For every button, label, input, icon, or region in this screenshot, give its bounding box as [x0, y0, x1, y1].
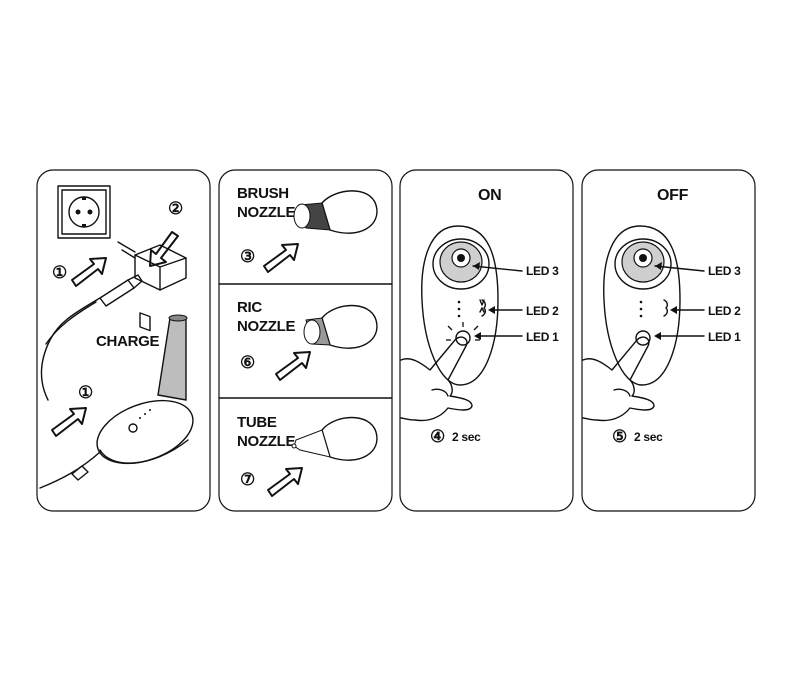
panel-off: OFF LED 3 LED 2 LED 1 ⑤ 2 sec [582, 170, 755, 511]
off-title: OFF [657, 187, 689, 204]
ric-nozzle-line2: NOZZLE [237, 318, 295, 335]
panel-on: ON LED 3 LED 2 LED 1 [400, 170, 573, 511]
step-7-label: ⑦ [240, 470, 255, 489]
step-4-label: ④ [430, 427, 445, 446]
step-2-label: ② [168, 199, 183, 218]
off-led2-label: LED 2 [708, 304, 741, 318]
off-led3-label: LED 3 [708, 264, 741, 278]
step-1-label: ① [52, 263, 67, 282]
on-duration: 2 sec [452, 430, 481, 444]
brush-nozzle-line2: NOZZLE [237, 204, 295, 221]
step-5-label: ⑤ [612, 427, 627, 446]
on-title: ON [478, 187, 501, 204]
tube-nozzle-line1: TUBE [237, 414, 277, 431]
panel-nozzles: BRUSH NOZZLE ③ RIC NOZZLE ⑥ TUBE NOZZLE [219, 170, 392, 511]
step-6-label: ⑥ [240, 353, 255, 372]
off-led1-label: LED 1 [708, 330, 741, 344]
ric-nozzle-line1: RIC [237, 299, 262, 316]
on-led1-label: LED 1 [526, 330, 559, 344]
on-led3-label: LED 3 [526, 264, 559, 278]
charge-label: CHARGE [96, 333, 159, 350]
tube-nozzle-line2: NOZZLE [237, 433, 295, 450]
off-duration: 2 sec [634, 430, 663, 444]
brush-nozzle-line1: BRUSH [237, 185, 289, 202]
on-led2-label: LED 2 [526, 304, 559, 318]
step-3-label: ③ [240, 247, 255, 266]
step-1b-label: ① [78, 383, 93, 402]
panel-charge: ② ① CHARGE ① [37, 170, 210, 511]
